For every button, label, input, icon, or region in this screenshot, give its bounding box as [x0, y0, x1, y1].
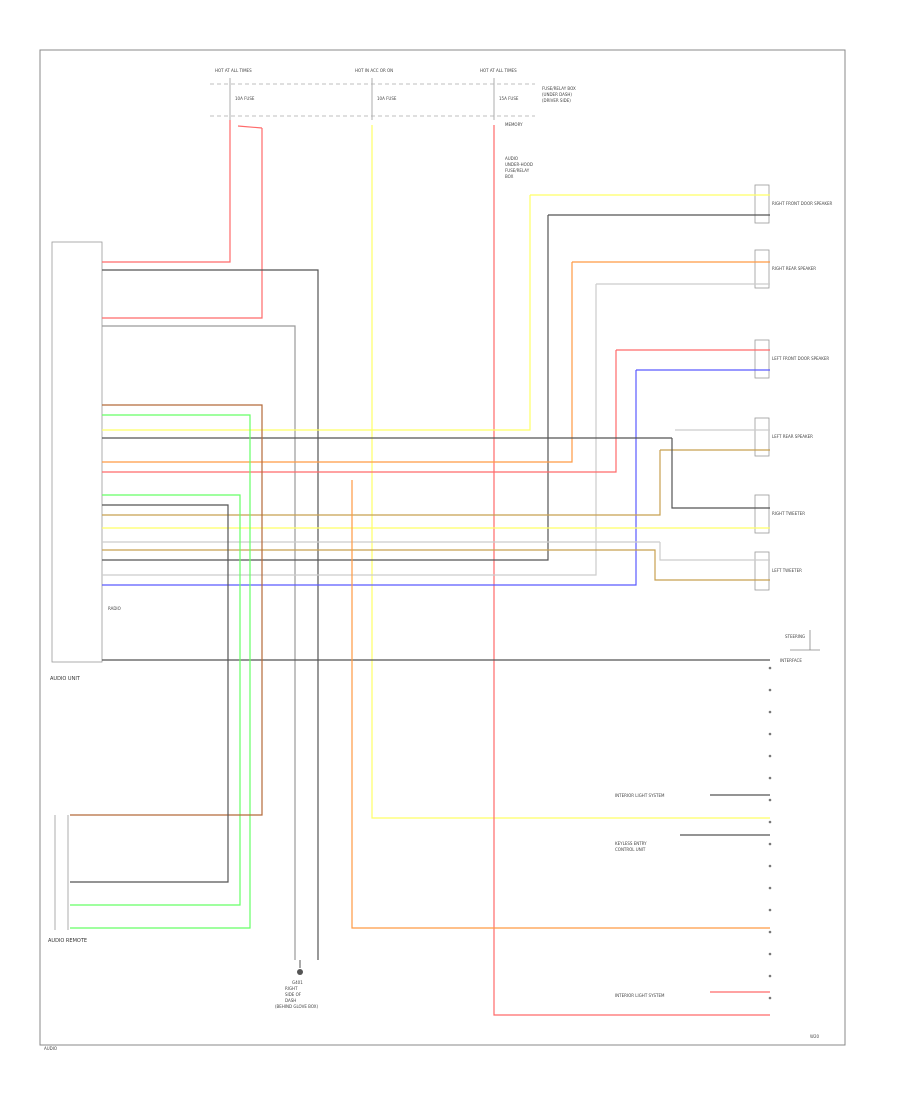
- audio-unit-label: AUDIO UNIT: [50, 676, 81, 682]
- wire-red: [102, 128, 263, 319]
- wire-orange: [102, 262, 573, 463]
- connector-pin: [768, 886, 772, 890]
- speaker-left-front: LEFT FRONT DOOR SPEAKER: [772, 356, 829, 361]
- wire-gray: [102, 325, 296, 960]
- wire-tan: [102, 549, 770, 581]
- speaker-right-front: RIGHT FRONT DOOR SPEAKER: [772, 201, 833, 206]
- relay-note-3: FUSE/RELAY: [505, 168, 530, 173]
- connector-pin: [768, 776, 772, 780]
- wire-dark: [70, 504, 229, 883]
- wire-brown: [70, 404, 263, 816]
- fuse-rating-a: 10A FUSE: [235, 96, 255, 101]
- relay-note-1: AUDIO: [505, 156, 518, 161]
- ground-symbol: G401 RIGHT SIDE OF DASH (BEHIND GLOVE BO…: [275, 960, 318, 1009]
- audio-remote-label: AUDIO REMOTE: [48, 938, 87, 944]
- steering-label: STEERING: [785, 634, 805, 639]
- fuse-rating-c: 15A FUSE: [499, 96, 519, 101]
- fuse-group: HOT AT ALL TIMES HOT IN ACC OR ON HOT AT…: [210, 68, 576, 179]
- wire-lightgray: [659, 542, 770, 561]
- connector-pin: [768, 864, 772, 868]
- bottom-left-code: AUDIO: [44, 1046, 57, 1051]
- interior-label-1: INTERIOR LIGHT SYSTEM: [615, 793, 665, 798]
- wire-red: [102, 120, 231, 263]
- ground-note-1: RIGHT: [285, 986, 298, 991]
- fuse-label-3: HOT AT ALL TIMES: [480, 68, 517, 73]
- connector-pin: [768, 732, 772, 736]
- fuse-box-sub: (UNDER DASH): [542, 92, 572, 97]
- connector-pin: [768, 688, 772, 692]
- wire-lightgray: [102, 284, 597, 576]
- relay-note-2: UNDER-HOOD: [505, 162, 533, 167]
- connector-pin: [768, 974, 772, 978]
- ground-note-4: (BEHIND GLOVE BOX): [275, 1004, 318, 1009]
- relay-note-4: BOX: [505, 174, 514, 179]
- connector-pin: [768, 798, 772, 802]
- keyless-label-2: CONTROL UNIT: [615, 847, 646, 852]
- ground-label: G401: [292, 980, 303, 985]
- fuse-box-sub2: (DRIVER SIDE): [542, 98, 571, 103]
- connector-pin: [768, 996, 772, 1000]
- wires: [70, 120, 772, 1016]
- fuse-box-title: FUSE/RELAY BOX: [542, 86, 576, 91]
- speaker-right-tweeter: RIGHT TWEETER: [772, 511, 805, 516]
- interior-label-2: INTERIOR LIGHT SYSTEM: [615, 993, 665, 998]
- radio-label: RADIO: [108, 606, 121, 611]
- wire-red: [102, 350, 617, 473]
- wire-dark: [102, 215, 549, 561]
- ground-note-2: SIDE OF: [285, 992, 302, 997]
- wire-tan: [102, 450, 661, 516]
- wire-red: [237, 125, 263, 129]
- connector-pin: [768, 820, 772, 824]
- connector-pin: [768, 930, 772, 934]
- wire-green: [70, 494, 241, 906]
- bottom-right-code: W20: [810, 1034, 820, 1039]
- ground-note-3: DASH: [285, 998, 296, 1003]
- wire-dark: [671, 438, 770, 509]
- memory-label: MEMORY: [505, 122, 523, 127]
- speakers: RIGHT FRONT DOOR SPEAKER RIGHT REAR SPEA…: [754, 184, 833, 591]
- diagram-frame: [39, 49, 846, 1046]
- connector-pin: [768, 908, 772, 912]
- speaker-left-tweeter: LEFT TWEETER: [772, 568, 802, 573]
- connector-pin: [768, 754, 772, 758]
- speaker-right-rear: RIGHT REAR SPEAKER: [772, 266, 816, 271]
- fuse-label-2: HOT IN ACC OR ON: [355, 68, 393, 73]
- wire-blue: [102, 370, 637, 586]
- wire-yellow: [371, 125, 770, 819]
- fuse-label-1: HOT AT ALL TIMES: [215, 68, 252, 73]
- wire-green: [70, 414, 251, 929]
- speaker-left-rear: LEFT REAR SPEAKER: [772, 434, 813, 439]
- connector-pin: [768, 710, 772, 714]
- audio-unit-box: [51, 241, 103, 663]
- connector-pin: [768, 842, 772, 846]
- connector-pin: [768, 666, 772, 670]
- interface-label: INTERFACE: [780, 658, 802, 663]
- fuse-rating-b: 10A FUSE: [377, 96, 397, 101]
- wire-dark: [102, 269, 319, 960]
- wire-red: [493, 125, 770, 1016]
- connector-pin: [768, 952, 772, 956]
- keyless-label-1: KEYLESS ENTRY: [615, 841, 647, 846]
- wire-orange: [351, 480, 770, 929]
- wire-yellow: [102, 195, 531, 431]
